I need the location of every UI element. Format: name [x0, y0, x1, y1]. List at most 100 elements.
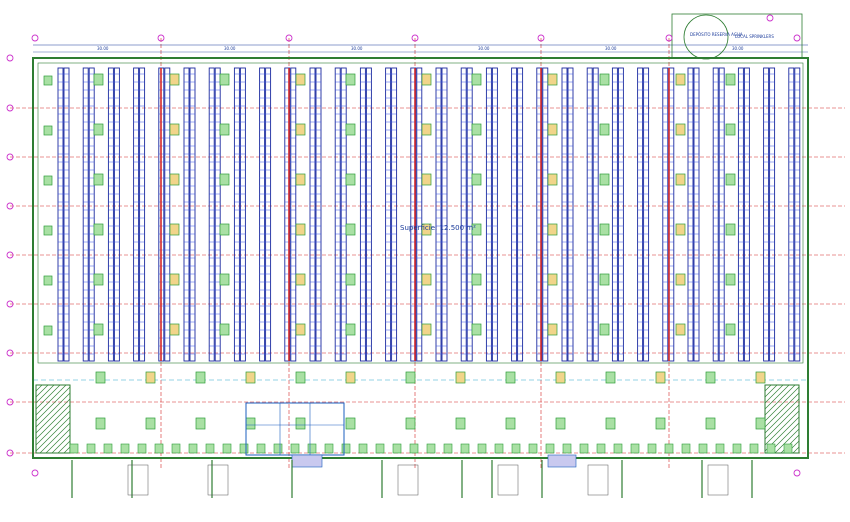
- rack-pair: [410, 67, 423, 362]
- row-marker: [6, 449, 14, 457]
- rack-column: [139, 67, 146, 362]
- dock-door-icon: [273, 443, 283, 454]
- rack-column: [290, 67, 297, 362]
- extinguisher-icon: [345, 273, 356, 286]
- extinguisher-icon: [471, 273, 482, 286]
- rack-column: [769, 67, 776, 362]
- dock-door-icon: [477, 443, 487, 454]
- dock-door-icon: [307, 443, 317, 454]
- hatch-line: [35, 386, 71, 422]
- extinguisher-icon: [93, 273, 104, 286]
- extinguisher-icon: [675, 273, 686, 286]
- rack-pair: [359, 67, 372, 362]
- dock-door-icon: [290, 443, 300, 454]
- rack-column: [643, 67, 650, 362]
- rack-column: [561, 67, 568, 362]
- hatch-line: [35, 404, 71, 440]
- dock-door-icon: [579, 443, 589, 454]
- rack-column: [794, 67, 801, 362]
- hatch-line: [63, 446, 71, 454]
- hydrant-icon: [245, 417, 256, 430]
- extinguisher-icon: [295, 323, 306, 336]
- hydrant-icon: [145, 417, 156, 430]
- rack-pair: [334, 67, 347, 362]
- water-tank: DEPÓSITO RESERVA AGUA LOCAL SPRINKLERS: [671, 13, 803, 60]
- extinguisher-icon: [547, 273, 558, 286]
- rack-pair: [611, 67, 624, 362]
- column-marker: [411, 34, 419, 42]
- rack-column: [107, 67, 114, 362]
- extinguisher-icon: [725, 223, 736, 236]
- dock-door-icon: [222, 443, 232, 454]
- extinguisher-icon: [725, 273, 736, 286]
- rack-column: [567, 67, 574, 362]
- dock-door-icon: [460, 443, 470, 454]
- row-marker: [6, 153, 14, 161]
- rack-column: [233, 67, 240, 362]
- extinguisher-icon: [43, 125, 53, 136]
- rack-column: [511, 67, 518, 362]
- rack-column: [485, 67, 492, 362]
- extinguisher-icon: [421, 173, 432, 186]
- rack-column: [687, 67, 694, 362]
- dock-door-icon: [511, 443, 521, 454]
- extinguisher-icon: [93, 323, 104, 336]
- extinguisher-icon: [219, 273, 230, 286]
- rack-column: [637, 67, 644, 362]
- rack-pair: [511, 67, 524, 362]
- hydrant-icon: [195, 371, 206, 384]
- extinguisher-icon: [169, 73, 180, 86]
- rack-pair: [107, 67, 120, 362]
- extinguisher-icon: [93, 173, 104, 186]
- extinguisher-icon: [295, 223, 306, 236]
- rack-column: [239, 67, 246, 362]
- dock-door-icon: [324, 443, 334, 454]
- hydrant-icon: [455, 371, 466, 384]
- top-dimension-line: 30.00 30.00 30.00 30.00 30.00 30.00: [33, 44, 808, 53]
- row-marker: [6, 300, 14, 308]
- rack-column: [365, 67, 372, 362]
- rack-column: [57, 67, 64, 362]
- rack-column: [315, 67, 322, 362]
- rack-pair: [208, 67, 221, 362]
- rack-column: [592, 67, 599, 362]
- tank-enclosure: [671, 13, 803, 59]
- hydrant-icon: [245, 371, 256, 384]
- truck-outline: [497, 464, 519, 496]
- extinguisher-icon: [43, 175, 53, 186]
- extinguisher-icon: [421, 273, 432, 286]
- dock-door-icon: [613, 443, 623, 454]
- rack-pair: [712, 67, 725, 362]
- dimension-label: 30.00: [732, 46, 744, 51]
- extinguisher-icon: [675, 323, 686, 336]
- extinguisher-icon: [599, 273, 610, 286]
- hatch-line: [764, 384, 784, 404]
- hydrant-icon: [555, 371, 566, 384]
- extinguisher-icon: [295, 73, 306, 86]
- rack-pair: [788, 67, 801, 362]
- rack-pair: [763, 67, 776, 362]
- dock-door-icon: [409, 443, 419, 454]
- extinguisher-icon: [169, 223, 180, 236]
- hatch-line: [35, 384, 43, 392]
- rack-column: [88, 67, 95, 362]
- rack-column: [359, 67, 366, 362]
- hatch-line: [764, 398, 800, 434]
- dock-door-icon: [664, 443, 674, 454]
- rack-column: [788, 67, 795, 362]
- row-marker: [6, 349, 14, 357]
- building-outline: [32, 57, 809, 459]
- dock-door-icon: [732, 443, 742, 454]
- rack-column: [334, 67, 341, 362]
- rack-pair: [133, 67, 146, 362]
- hydrant-icon: [755, 417, 766, 430]
- hatch-line: [764, 384, 772, 392]
- dock-door-icon: [545, 443, 555, 454]
- hatch-line: [764, 384, 796, 416]
- dock-door-icon: [630, 443, 640, 454]
- hydrant-icon: [345, 417, 356, 430]
- rack-pair: [309, 67, 322, 362]
- hatch-line: [774, 428, 800, 454]
- hydrant-icon: [295, 371, 306, 384]
